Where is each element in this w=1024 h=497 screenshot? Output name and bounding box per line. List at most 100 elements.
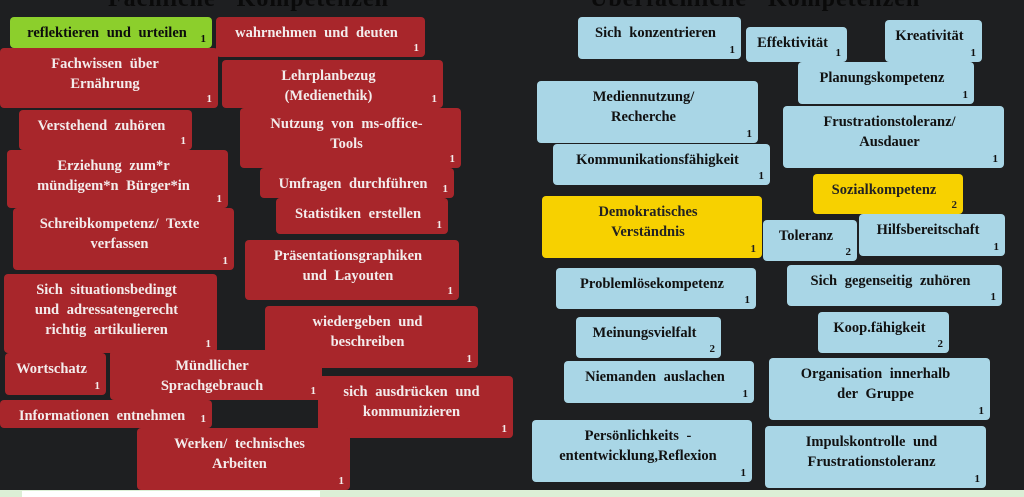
- card-label: Problemlösekompetenz: [580, 276, 724, 292]
- card-label: Hilfsbereitschaft: [876, 222, 980, 238]
- card-count: 1: [200, 413, 207, 425]
- card-count: 1: [431, 93, 438, 105]
- bottom-input-field[interactable]: [22, 491, 320, 497]
- card-count: 1: [742, 388, 749, 400]
- card-label: Verstehend zuhören: [37, 118, 166, 134]
- card-count: 1: [962, 89, 969, 101]
- heading-ueberfachliche-kompetenzen: Überfachliche Kompetenzen: [590, 0, 920, 13]
- competency-card[interactable]: Werken/ technisches Arbeiten 1: [137, 428, 350, 490]
- competency-card[interactable]: Problemlösekompetenz 1: [556, 268, 756, 309]
- card-label: Mediennutzung/ Recherche: [592, 89, 695, 125]
- card-count: 1: [729, 44, 736, 56]
- competency-card[interactable]: Sich situationsbedingt und adressatenger…: [4, 274, 217, 353]
- card-label: wahrnehmen und deuten: [235, 25, 398, 41]
- card-label: Nutzung von ms-office- Tools: [270, 116, 423, 152]
- card-count: 2: [709, 343, 716, 355]
- competency-card[interactable]: wahrnehmen und deuten 1: [216, 17, 425, 57]
- card-label: sich ausdrücken und kommunizieren: [343, 384, 480, 420]
- competency-card[interactable]: Erziehung zum*r mündigem*n Bürger*in 1: [7, 150, 228, 208]
- card-label: Mündlicher Sprachgebrauch: [160, 358, 264, 394]
- competency-card[interactable]: sich ausdrücken und kommunizieren 1: [318, 376, 513, 438]
- competency-card[interactable]: Sich konzentrieren 1: [578, 17, 741, 59]
- card-count: 1: [974, 473, 981, 485]
- card-count: 1: [338, 475, 345, 487]
- card-count: 1: [740, 467, 747, 479]
- competency-card[interactable]: Hilfsbereitschaft 1: [859, 214, 1005, 256]
- competency-card[interactable]: Persönlichkeits - ententwicklung,Reflexi…: [532, 420, 752, 482]
- card-count: 1: [442, 183, 449, 195]
- heading-fachliche-kompetenzen: Fachliche Kompetenzen: [108, 0, 389, 13]
- card-label: Umfragen durchführen: [278, 176, 428, 192]
- card-label: Toleranz: [778, 228, 834, 244]
- competency-card[interactable]: Nutzung von ms-office- Tools 1: [240, 108, 461, 168]
- competency-card[interactable]: Wortschatz 1: [5, 353, 106, 395]
- card-count: 1: [449, 153, 456, 165]
- competency-card[interactable]: Effektivität 1: [746, 27, 847, 62]
- competency-card[interactable]: Impulskontrolle und Frustrationstoleranz…: [765, 426, 986, 488]
- card-label: Schreibkompetenz/ Texte verfassen: [39, 216, 200, 252]
- competency-card[interactable]: reflektieren und urteilen 1: [10, 17, 212, 48]
- competency-card[interactable]: Toleranz 2: [763, 220, 857, 261]
- competency-card[interactable]: Präsentationsgraphiken und Layouten 1: [245, 240, 459, 300]
- competency-card[interactable]: Informationen entnehmen 1: [0, 400, 212, 428]
- card-count: 1: [413, 42, 420, 54]
- card-label: Fachwissen über Ernährung: [51, 56, 159, 92]
- card-label: reflektieren und urteilen: [27, 25, 187, 41]
- card-label: Organisation innerhalb der Gruppe: [800, 366, 951, 402]
- card-label: wiedergeben und beschreiben: [312, 314, 423, 350]
- card-count: 1: [200, 33, 207, 45]
- card-count: 1: [970, 47, 977, 59]
- board-gap: [212, 412, 300, 428]
- card-label: Präsentationsgraphiken und Layouten: [273, 248, 423, 284]
- competency-card[interactable]: Kreativität 1: [885, 20, 982, 62]
- card-label: Wortschatz: [16, 361, 87, 377]
- card-count: 2: [951, 199, 958, 211]
- card-label: Sich gegenseitig zuhören: [810, 273, 971, 289]
- card-label: Persönlichkeits - ententwicklung,Reflexi…: [559, 428, 717, 464]
- competency-card[interactable]: Organisation innerhalb der Gruppe 1: [769, 358, 990, 420]
- card-label: Erziehung zum*r mündigem*n Bürger*in: [37, 158, 190, 194]
- competency-card[interactable]: Umfragen durchführen 1: [260, 168, 454, 198]
- card-count: 1: [94, 380, 101, 392]
- card-label: Sich konzentrieren: [595, 25, 716, 41]
- card-count: 1: [206, 93, 213, 105]
- card-label: Sich situationsbedingt und adressatenger…: [34, 282, 179, 338]
- card-label: Effektivität: [757, 35, 828, 51]
- card-count: 1: [744, 294, 751, 306]
- card-label: Kreativität: [895, 28, 964, 44]
- card-count: 1: [216, 193, 223, 205]
- card-count: 2: [937, 338, 944, 350]
- card-count: 1: [466, 353, 473, 365]
- card-count: 1: [990, 291, 997, 303]
- competency-card[interactable]: Lehrplanbezug (Medienethik)1: [222, 60, 443, 108]
- card-count: 1: [447, 285, 454, 297]
- card-label: Werken/ technisches Arbeiten: [174, 436, 305, 472]
- card-count: 1: [758, 170, 765, 182]
- card-label: Impulskontrolle und Frustrationstoleranz: [805, 434, 938, 470]
- card-count: 1: [992, 153, 999, 165]
- card-count: 1: [835, 47, 842, 59]
- card-count: 1: [993, 241, 1000, 253]
- card-label: Informationen entnehmen: [18, 408, 186, 424]
- competency-card[interactable]: wiedergeben und beschreiben 1: [265, 306, 478, 368]
- card-label: Demokratisches Verständnis: [598, 204, 698, 240]
- competency-card[interactable]: Fachwissen über Ernährung 1: [0, 48, 218, 108]
- card-count: 1: [501, 423, 508, 435]
- card-count: 1: [978, 405, 985, 417]
- card-count: 1: [205, 338, 212, 350]
- card-count: 2: [845, 246, 852, 258]
- competency-card[interactable]: Sich gegenseitig zuhören 1: [787, 265, 1002, 306]
